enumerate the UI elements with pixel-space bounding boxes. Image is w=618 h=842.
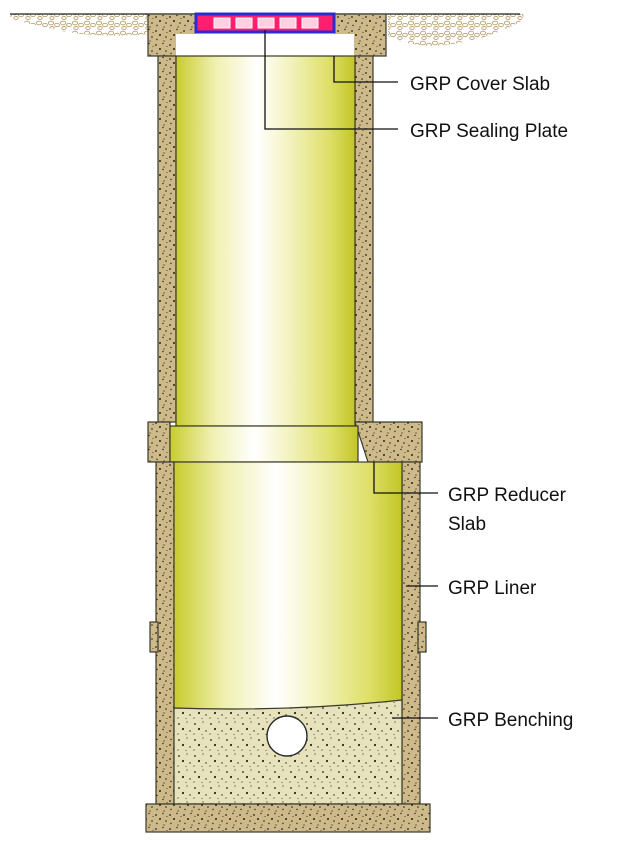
lower-liner: [173, 461, 403, 713]
benching: [173, 699, 403, 805]
circle-pipe-icon: [266, 715, 308, 757]
base-slab: [145, 803, 431, 833]
label-reducer-slab-line1: GRP Reducer: [448, 485, 567, 506]
label-cover-slab: GRP Cover Slab: [410, 74, 550, 95]
reducer-slab: [147, 421, 423, 463]
leader-lines: [264, 30, 438, 719]
label-benching: GRP Benching: [448, 710, 573, 731]
sealing-plate: [194, 12, 336, 34]
leader-cover-slab: [333, 56, 398, 83]
label-sealing-plate: GRP Sealing Plate: [410, 121, 568, 142]
label-reducer-slab-line2: Slab: [448, 514, 486, 535]
leader-sealing-plate: [264, 30, 398, 130]
callout-labels: GRP Cover Slab GRP Sealing Plate GRP Red…: [410, 74, 573, 731]
leader-reducer-slab: [373, 462, 438, 494]
label-liner: GRP Liner: [448, 578, 537, 599]
